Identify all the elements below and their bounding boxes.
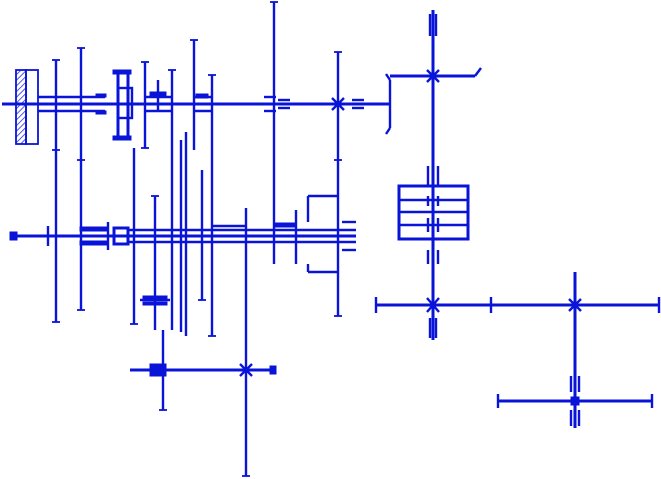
bearing-mark (273, 222, 297, 228)
bevel-tip (385, 127, 391, 135)
bearing-mark (142, 301, 168, 306)
cross-mark (426, 69, 440, 83)
flywheel-body (25, 69, 39, 145)
shaft-end-block (269, 365, 277, 375)
bevel-tip (474, 67, 482, 77)
countershaft-group (9, 132, 356, 337)
differential-group (374, 10, 661, 428)
flywheel-hatched (15, 69, 27, 145)
bearing-mark (79, 226, 109, 232)
bearing-mark (149, 371, 167, 377)
reverse-shaft-group (130, 264, 277, 477)
input-shaft-group (2, 1, 392, 210)
cross-mark (568, 298, 582, 312)
joint-node (570, 396, 580, 406)
bearing-mark (142, 295, 168, 300)
bearing-mark (79, 240, 109, 246)
shaft-end-block (9, 231, 18, 241)
synchro-cap-bottom (112, 135, 132, 141)
synchro-cap-top (112, 69, 132, 75)
cross-mark (239, 363, 253, 377)
cross-mark (331, 97, 345, 111)
cross-mark (426, 297, 440, 313)
bearing-mark (149, 363, 167, 369)
bevel-tip (385, 73, 391, 81)
bearing-mark (195, 93, 209, 99)
bearing-mark (95, 110, 107, 115)
bearing-mark (95, 93, 107, 98)
counter-synchro (112, 226, 130, 246)
